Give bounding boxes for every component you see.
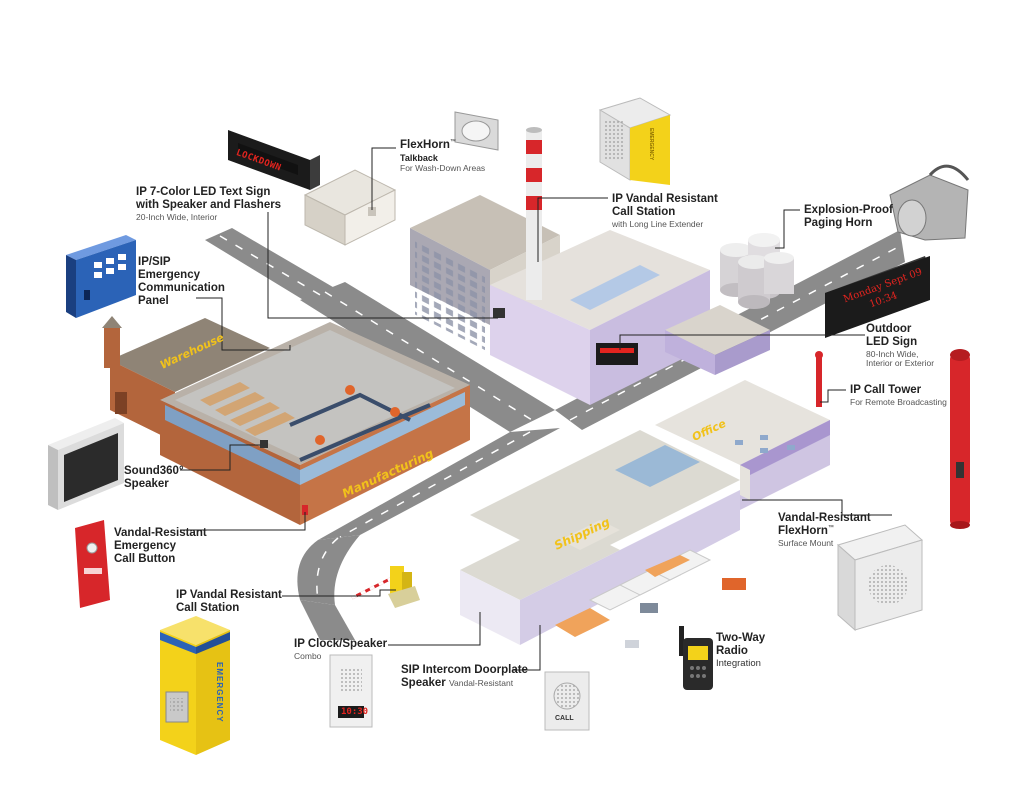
factory-building [410,127,770,405]
text-sign-sub: 20-Inch Wide, Interior [136,211,218,222]
doorplate-sub: Vandal-Resistant [448,677,514,688]
callout-text-sign: IP 7-Color LED Text Sign with Speaker an… [136,186,288,222]
call-station-top-sub: with Long Line Extender [612,218,704,229]
flexhorn-surface-sub: Surface Mount [778,537,834,548]
callout-flexhorn-talkback: FlexHorn™ Talkback For Wash-Down Areas [400,139,485,173]
sound360-speaker-device [48,418,124,510]
callout-call-station-top: IP Vandal Resistant Call Station with Lo… [612,193,718,229]
callout-radio: Two-Way Radio Integration [716,632,765,669]
factory-led-sign-text [600,348,634,353]
wall-call-station-device [598,97,672,185]
office-building [655,380,830,510]
sound360-title: Sound360° Speaker [124,465,184,490]
callout-sound360: Sound360° Speaker [124,465,184,491]
two-way-radio-device [679,626,713,690]
leader-lines [180,147,892,671]
clock-speaker-sub: Combo [294,650,322,661]
silo-tanks [720,233,794,309]
callout-outdoor-sign: Outdoor LED Sign 80-Inch Wide, Interior … [866,323,934,369]
call-tower-device [815,349,970,529]
call-station-top-title: IP Vandal Resistant Call Station [612,193,718,218]
explosion-proof-horn-device [889,164,970,241]
doorplate-intercom-device [544,671,590,731]
callout-doorplate: SIP Intercom Doorplate Speaker Vandal-Re… [401,664,528,690]
flexhorn-talkback-sub: For Wash-Down Areas [400,162,486,173]
callout-explosion-horn: Explosion-Proof Paging Horn [804,204,893,230]
callout-flexhorn-surface: Vandal-Resistant FlexHorn™ Surface Mount [778,512,871,548]
radio-sub: Integration [716,657,761,669]
call-button-title: Vandal-Resistant Emergency Call Button [114,527,207,565]
call-tower-sub: For Remote Broadcasting [850,396,947,407]
radio-title: Two-Way Radio [716,632,766,657]
call-station-vertical-text: EMERGENCY [215,662,224,723]
clock-speaker-title: IP Clock/Speaker [294,638,388,650]
shipping-building [460,430,746,648]
clock-screen: 10:30 [341,707,369,717]
callout-call-button: Vandal-Resistant Emergency Call Button [114,527,207,566]
explosion-horn-title: Explosion-Proof Paging Horn [804,204,893,229]
outdoor-sign-title: Outdoor LED Sign [866,323,918,348]
flexhorn-talkback-title2: Talkback [400,152,438,163]
led-text-sign-device [228,130,320,190]
emergency-panel-title: IP/SIP Emergency Communication Panel [138,256,225,307]
flexhorn-talkback-title: FlexHorn [400,139,450,151]
flexhorn-talkback-device [454,111,499,151]
callout-call-station-bottom: IP Vandal Resistant Call Station [176,589,282,615]
callout-emergency-panel: IP/SIP Emergency Communication Panel [138,256,225,308]
call-button-device [75,520,110,608]
text-sign-title: IP 7-Color LED Text Sign with Speaker an… [136,186,282,211]
gate-call-station-device [388,566,420,608]
callout-call-tower: IP Call Tower For Remote Broadcasting [850,384,947,407]
callout-clock-speaker: IP Clock/Speaker Combo [294,638,387,661]
flexhorn-surface-tm: ™ [827,524,834,531]
outdoor-sign-sub: 80-Inch Wide, Interior or Exterior [866,348,935,369]
intercom-call-text: CALL [555,715,574,722]
emergency-call-station-device [160,616,230,755]
clock-speaker-device [329,654,373,728]
doorplate-title: SIP Intercom Doorplate Speaker [401,664,528,689]
call-station-bottom-title: IP Vandal Resistant Call Station [176,589,282,614]
outdoor-led-sign-device [825,256,930,338]
factory-led-sign [596,343,638,365]
wall-call-station-text: EMERGENCY [648,128,654,161]
emergency-panel-device [66,235,136,318]
call-tower-title: IP Call Tower [850,384,922,396]
flexhorn-talkback-tm: ™ [449,139,456,145]
flexhorn-surface-title: Vandal-Resistant FlexHorn [778,512,871,537]
flexhorn-surface-device [836,524,924,632]
